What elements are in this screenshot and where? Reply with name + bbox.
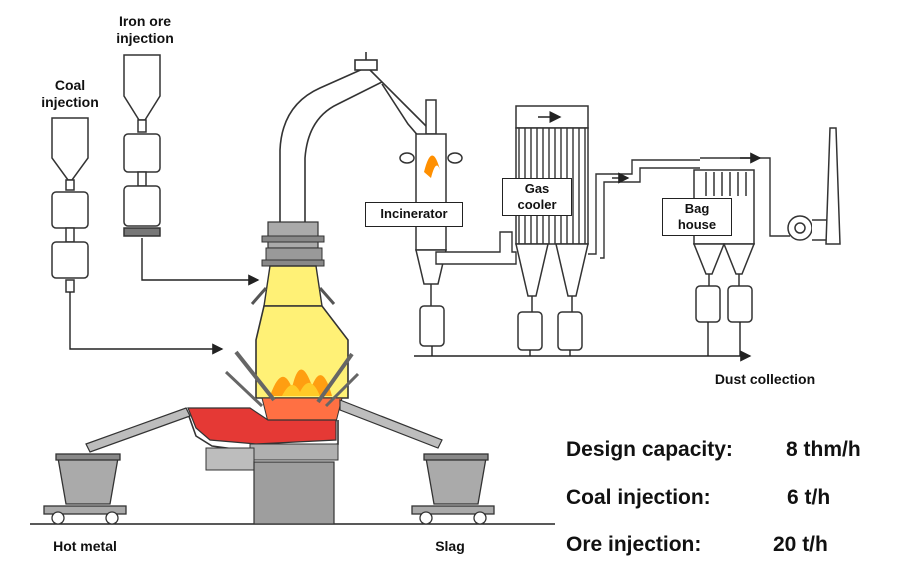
fan-and-stack (787, 127, 841, 245)
slag-launder (339, 399, 443, 449)
spec-label-design-capacity: Design capacity: (566, 438, 733, 461)
hot-metal-ladle-car (43, 453, 127, 525)
hearth (185, 407, 339, 525)
bag-house-unit (692, 169, 756, 323)
shaft-furnace (224, 221, 360, 423)
duct-to-gas-cooler (435, 231, 517, 265)
coal-injection-line (69, 292, 224, 355)
incinerator-label: Incinerator (365, 202, 463, 227)
spec-value-design-capacity: 8 thm/h (786, 438, 861, 461)
ore-injection-vessels (123, 54, 161, 237)
ore-injection-line (141, 238, 260, 286)
hot-metal-launder (85, 407, 191, 453)
gas-cooler-unit (515, 105, 589, 351)
iron-ore-injection-label: Iron ore injection (116, 13, 174, 46)
off-gas-duct (279, 52, 429, 222)
spec-value-ore-injection: 20 t/h (773, 533, 828, 556)
spec-label-coal-injection: Coal injection: (566, 486, 711, 509)
dust-collection-line (414, 322, 752, 362)
slag-ladle-car (411, 453, 495, 525)
spec-label-ore-injection: Ore injection: (566, 533, 702, 556)
slag-label: Slag (435, 538, 465, 554)
dust-collection-label: Dust collection (714, 371, 816, 387)
coal-injection-label: Coal injection (41, 77, 99, 110)
bag-house-label: Bag house (662, 198, 732, 236)
gas-cooler-label: Gas cooler (502, 178, 572, 216)
hot-metal-label: Hot metal (53, 538, 117, 554)
coal-injection-vessels (51, 117, 89, 293)
spec-value-coal-injection: 6 t/h (787, 486, 831, 509)
